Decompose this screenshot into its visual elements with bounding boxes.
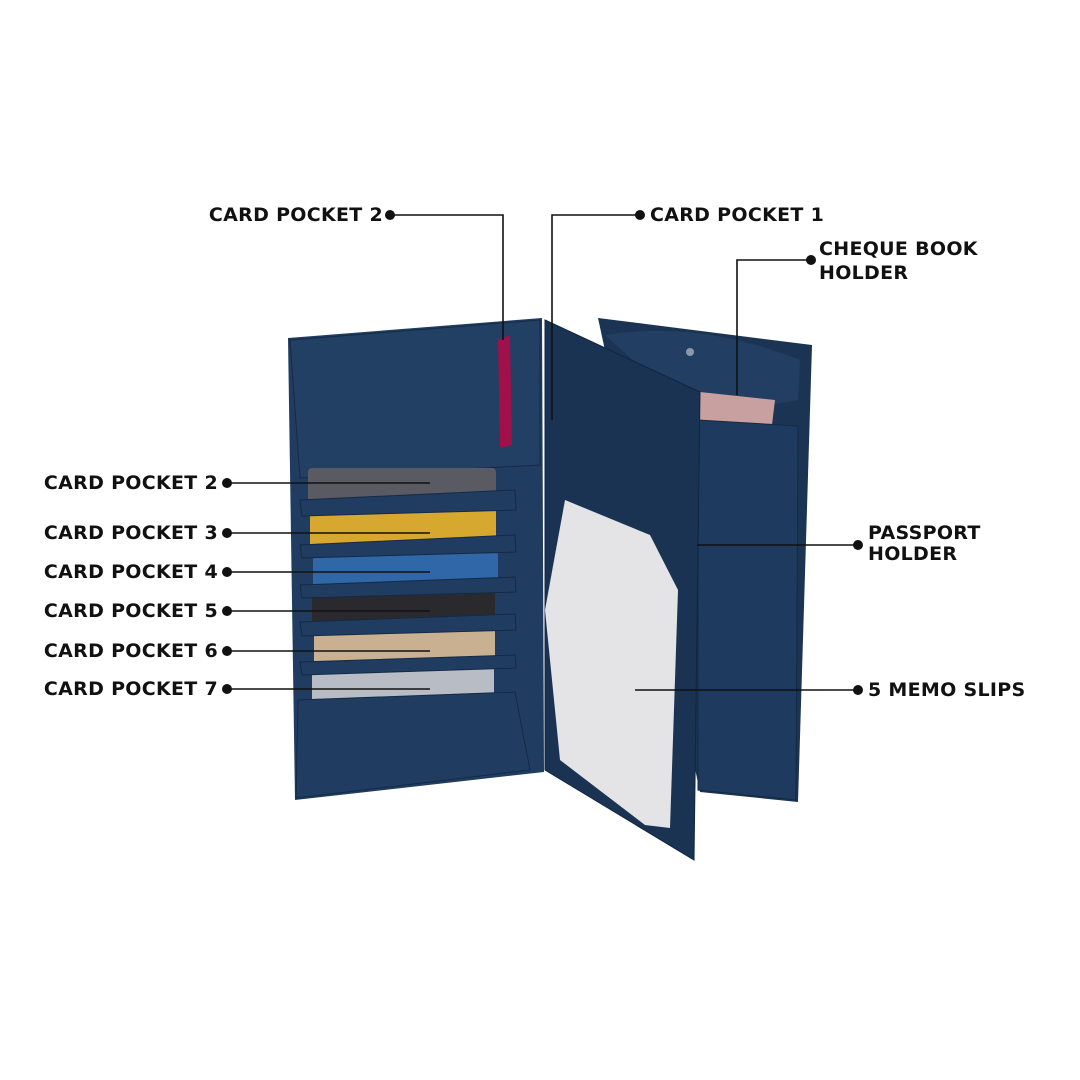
label-cheque-book-holder: CHEQUE BOOK HOLDER: [819, 237, 978, 285]
label-memo-slips: 5 MEMO SLIPS: [868, 679, 1026, 701]
callout-dots: [222, 210, 863, 695]
label-top-card-pocket-2: CARD POCKET 2: [208, 204, 383, 226]
cheque-book: [700, 392, 775, 425]
label-card-pocket-7: CARD POCKET 7: [43, 678, 218, 700]
label-cheque-line2: HOLDER: [819, 262, 909, 284]
label-card-pocket-3: CARD POCKET 3: [43, 522, 218, 544]
snap-button: [686, 348, 694, 356]
label-passport-holder: PASSPORT HOLDER: [868, 523, 981, 565]
label-passport-line1: PASSPORT: [868, 522, 981, 544]
label-passport-line2: HOLDER: [868, 543, 958, 565]
label-card-pocket-6: CARD POCKET 6: [43, 640, 218, 662]
left-top-pocket: [289, 319, 541, 479]
label-left-card-pocket-2: CARD POCKET 2: [43, 472, 218, 494]
label-card-pocket-4: CARD POCKET 4: [43, 561, 218, 583]
label-cheque-line1: CHEQUE BOOK: [819, 238, 978, 260]
label-card-pocket-5: CARD POCKET 5: [43, 600, 218, 622]
pink-card: [498, 335, 512, 448]
passport-holder: [697, 419, 799, 801]
memo-slips: [545, 500, 678, 828]
label-top-card-pocket-1: CARD POCKET 1: [650, 204, 825, 226]
card-slot-lips: [295, 489, 531, 799]
callout-lines: [227, 214, 858, 691]
